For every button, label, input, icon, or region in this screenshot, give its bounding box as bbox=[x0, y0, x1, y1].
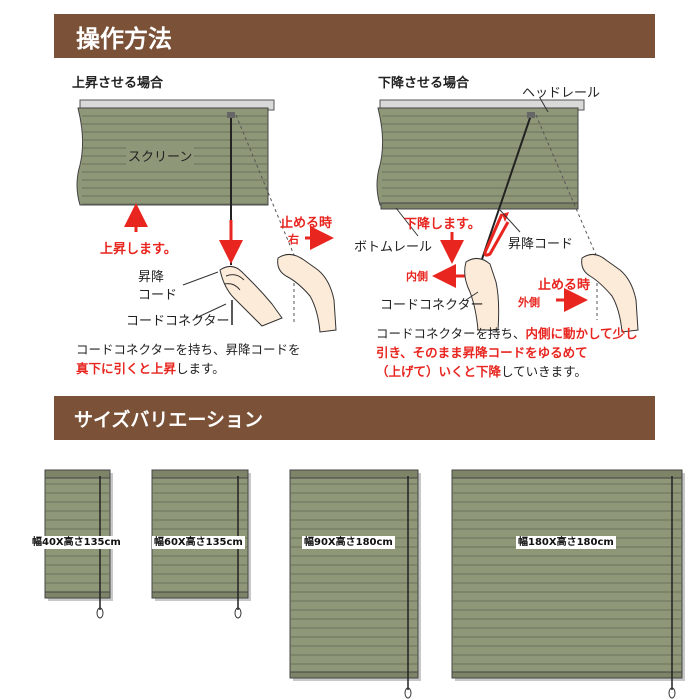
lower-stop-label: 止める時 bbox=[538, 278, 591, 293]
lower-lowers-label: 下降します。 bbox=[404, 217, 481, 232]
size-variation-banner: サイズバリエーション bbox=[54, 396, 655, 440]
operation-title: 操作方法 bbox=[76, 24, 172, 53]
size-label-40x135: 幅40X高さ135cm bbox=[30, 536, 123, 549]
bottom-rail-label: ボトムレール bbox=[354, 240, 433, 255]
size-label-90x180: 幅90X高さ180cm bbox=[302, 536, 395, 549]
screen-label: スクリーン bbox=[126, 146, 195, 165]
raise-lift-cord-label-2: コード bbox=[138, 288, 178, 303]
lower-description: コードコネクターを持ち、内側に動かして少し 引き、そのまま昇降コードをゆるめて … bbox=[376, 326, 638, 379]
lower-connector-label: コードコネクター bbox=[380, 298, 484, 313]
size-variation-title: サイズバリエーション bbox=[74, 408, 264, 431]
lower-outside-label: 外側 bbox=[518, 296, 540, 309]
raise-lift-cord-label-1: 昇降 bbox=[138, 270, 165, 285]
raise-heading: 上昇させる場合 bbox=[72, 76, 164, 91]
raise-stop-label: 止める時 bbox=[280, 216, 333, 231]
size-variation-blinds bbox=[44, 469, 685, 699]
size-blind-2 bbox=[151, 469, 251, 619]
lower-blind-illustration bbox=[376, 97, 639, 333]
lower-heading: 下降させる場合 bbox=[378, 76, 470, 91]
head-rail-label: ヘッドレール bbox=[522, 86, 601, 101]
raise-right-label: 右 bbox=[288, 233, 299, 246]
operation-section-banner: 操作方法 bbox=[54, 14, 655, 58]
lower-inside-label: 内側 bbox=[406, 270, 428, 283]
size-blind-4 bbox=[451, 469, 685, 699]
size-label-60x135: 幅60X高さ135cm bbox=[152, 536, 245, 549]
raise-description: コードコネクターを持ち、昇降コードを 真下に引くと上昇します。 bbox=[76, 342, 301, 376]
raise-connector-label: コードコネクター bbox=[126, 314, 230, 329]
lower-lift-cord-label: 昇降コード bbox=[508, 237, 574, 252]
size-blind-3 bbox=[289, 469, 421, 699]
size-label-180x180: 幅180X高さ180cm bbox=[516, 536, 616, 549]
raise-rises-label: 上昇します。 bbox=[100, 242, 177, 257]
